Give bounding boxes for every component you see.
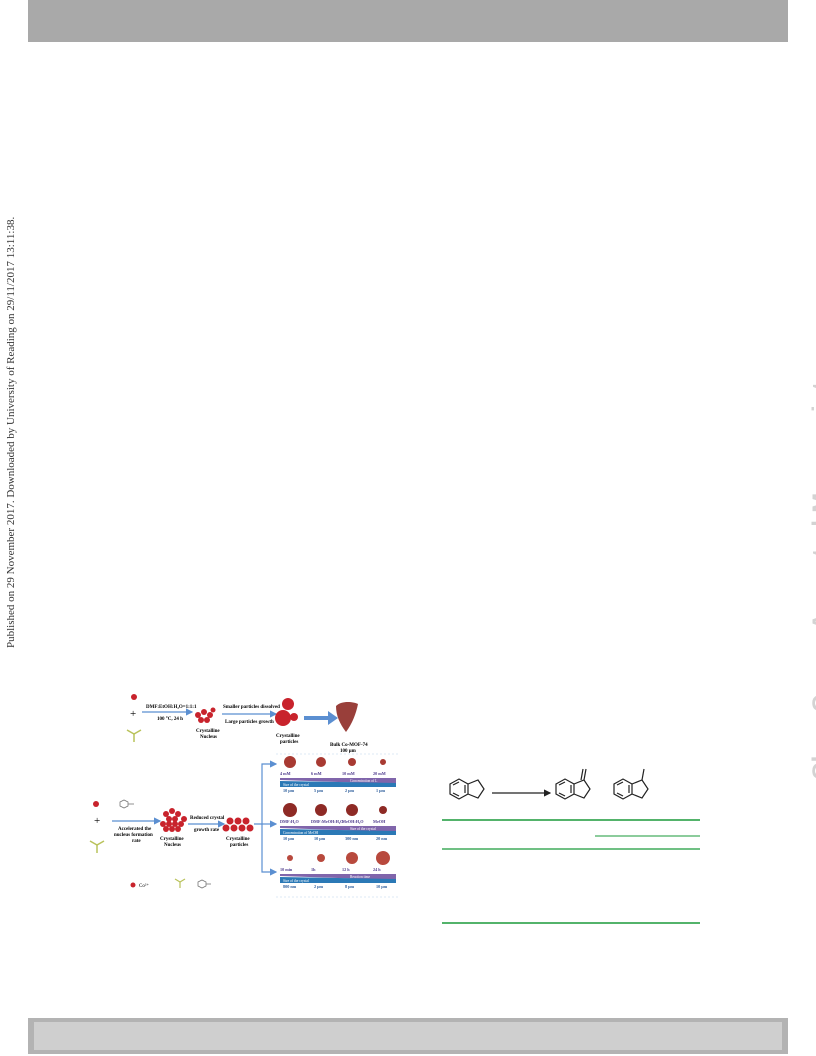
trend-band-bottom	[280, 781, 396, 787]
nucleus-cluster	[195, 707, 216, 723]
condition-label: 24 h	[373, 867, 381, 872]
size-label: 8 μm	[345, 884, 355, 889]
svg-text:Crystalline: Crystalline	[276, 734, 300, 739]
condition-label: 20 mM	[373, 771, 386, 776]
svg-text:+: +	[130, 708, 136, 720]
condition-label: 4 mM	[280, 771, 291, 776]
size-label: 800 nm	[283, 884, 297, 889]
table-rules	[442, 819, 700, 924]
co-ion-marker	[131, 694, 137, 700]
svg-text:Nucleus: Nucleus	[200, 735, 217, 740]
svg-text:particles: particles	[280, 740, 298, 745]
band-label-bottom: Size of the crystal	[283, 783, 309, 787]
crystal-particle	[317, 854, 325, 862]
condition-panel-1: 4 mM 10 μm 6 mM 5 μm 10 mM 2 μm 20 mM 1 μm Conce…	[280, 756, 396, 793]
svg-text:Crystalline: Crystalline	[196, 729, 220, 734]
size-label: 5 μm	[314, 788, 324, 793]
crystal-particle	[348, 758, 356, 766]
crystal-particle	[376, 851, 390, 865]
trend-band-bottom	[280, 877, 396, 883]
band-label-bottom: Size of the crystal	[283, 879, 309, 883]
crystal-particle	[379, 806, 387, 814]
condition-panels: 4 mM 10 μm 6 mM 5 μm 10 mM 2 μm 20 mM 1 μm Conce…	[280, 756, 396, 889]
size-label: 10 μm	[314, 836, 326, 841]
indane-structure	[449, 778, 485, 800]
methyleneindane-structure	[555, 768, 591, 800]
bulk-crystal	[336, 702, 358, 732]
synthesis-scheme-figure: + DMF:EtOH:H₂O=1:1:1 100 °C, 24 h Crysta…	[89, 694, 400, 898]
download-stamp: Published on 29 November 2017. Downloade…	[5, 216, 17, 648]
crystal-particle	[315, 804, 327, 816]
size-label: 10 μm	[283, 788, 295, 793]
condition-label: 10 mM	[342, 771, 355, 776]
size-label: 1 μm	[376, 788, 386, 793]
ligand-icon	[126, 729, 142, 742]
svg-text:Reduced crystal: Reduced crystal	[190, 816, 225, 821]
conditions-label: DMF:EtOH:H₂O=1:1:1	[146, 705, 197, 710]
svg-text:rate: rate	[132, 839, 141, 844]
trend-band-bottom	[280, 829, 396, 835]
condition-label: DMF:MeOH:H₂O	[311, 819, 344, 824]
band-label-bottom: Concentration of MeOH	[283, 831, 319, 835]
condition-label: MeOH	[373, 819, 386, 824]
svg-text:Nucleus: Nucleus	[164, 843, 181, 848]
svg-text:100 μm: 100 μm	[340, 749, 357, 754]
crystal-particle	[287, 855, 293, 861]
footer-inner-panel	[34, 1022, 782, 1050]
page-footer-bar	[28, 1018, 788, 1054]
band-label-top: Concentration of L	[350, 779, 377, 783]
top-route: + DMF:EtOH:H₂O=1:1:1 100 °C, 24 h Crysta…	[126, 694, 368, 754]
condition-label: DMF:H₂O	[280, 819, 299, 824]
crystal-particle	[380, 759, 386, 765]
indane-reaction-figure	[442, 768, 700, 924]
condition-label: 1h	[311, 867, 316, 872]
bottom-route: + Accelerated the nucleus formation rate…	[89, 760, 278, 889]
crystalline-particles-small	[222, 817, 254, 832]
size-label: 2 μm	[345, 788, 355, 793]
svg-text:Bulk Co-MOF-74: Bulk Co-MOF-74	[330, 743, 368, 748]
svg-text:Crystalline: Crystalline	[226, 837, 250, 842]
size-label: 20 nm	[376, 836, 388, 841]
condition-panel-2: DMF:H₂O 10 μm DMF:MeOH:H₂O 10 μm MeOH:H₂O 300…	[280, 803, 396, 841]
svg-text:Large particles growth: Large particles growth	[225, 720, 274, 725]
accepted-manuscript-watermark: ChemComm Accepted Manuscript	[808, 381, 816, 780]
crystal-particle	[316, 757, 326, 767]
condition-label: 12 h	[342, 867, 350, 872]
page-header-bar	[28, 0, 788, 42]
size-label: 10 μm	[376, 884, 388, 889]
condition-label: 6 mM	[311, 771, 322, 776]
crystal-particle	[284, 756, 296, 768]
band-label-top: Reaction time	[350, 875, 370, 879]
svg-text:particles: particles	[230, 843, 248, 848]
methylindane-structure	[613, 768, 649, 800]
crystalline-particles	[275, 698, 298, 726]
svg-text:Smaller particles dissolved: Smaller particles dissolved	[223, 705, 280, 710]
svg-text:nucleus formation: nucleus formation	[114, 833, 153, 838]
svg-text:growth rate: growth rate	[194, 828, 220, 833]
svg-text:Accelerated the: Accelerated the	[118, 827, 152, 832]
temp-label: 100 °C, 24 h	[157, 717, 183, 722]
svg-text:Crystalline: Crystalline	[160, 837, 184, 842]
panel-frame	[276, 753, 400, 898]
crystal-particle	[283, 803, 297, 817]
condition-panel-3: 10 min 800 nm 1h 2 μm 12 h 8 μm 24 h 10 μm React…	[280, 851, 396, 889]
modulator-icon	[119, 799, 134, 809]
size-label: 10 μm	[283, 836, 295, 841]
crystal-particle	[346, 852, 358, 864]
nucleus-large-cluster	[160, 808, 187, 832]
condition-label: MeOH:H₂O	[342, 819, 364, 824]
legend-co: Co²⁺	[139, 883, 149, 889]
condition-label: 10 min	[280, 867, 293, 872]
svg-text:+: +	[94, 815, 100, 827]
crystal-particle	[346, 804, 358, 816]
size-label: 300 nm	[345, 836, 359, 841]
band-label-top: Size of the crystal	[350, 827, 376, 831]
size-label: 2 μm	[314, 884, 324, 889]
